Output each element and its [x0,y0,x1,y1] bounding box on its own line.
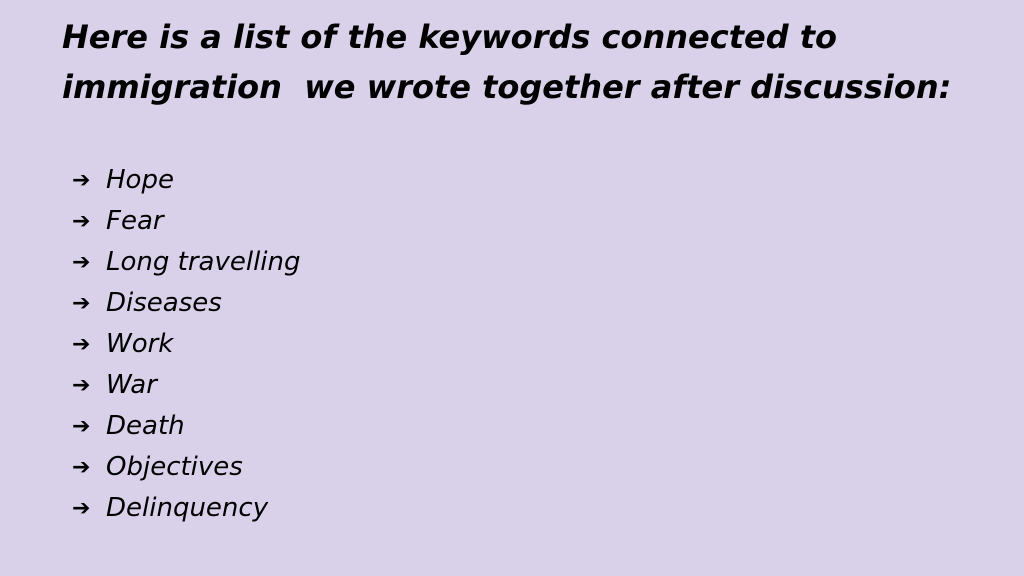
arrow-right-icon: ➔ [72,168,91,193]
keyword-list: ➔ Hope ➔ Fear ➔ Long travelling ➔ Diseas… [72,160,301,529]
arrow-right-icon: ➔ [72,250,91,275]
keyword-label: Long travelling [106,247,301,277]
slide-title: Here is a list of the keywords connected… [62,18,952,106]
list-item: ➔ Work [72,324,301,365]
list-item: ➔ Diseases [72,283,301,324]
keyword-label: Death [106,411,185,441]
arrow-right-icon: ➔ [72,496,91,521]
list-item: ➔ Delinquency [72,488,301,529]
keyword-label: Diseases [106,288,222,318]
list-item: ➔ War [72,365,301,406]
keyword-label: Hope [106,165,174,195]
keyword-label: War [106,370,157,400]
arrow-right-icon: ➔ [72,332,91,357]
keyword-label: Work [106,329,174,359]
keyword-label: Delinquency [106,493,269,523]
arrow-right-icon: ➔ [72,373,91,398]
keyword-label: Objectives [106,452,243,482]
arrow-right-icon: ➔ [72,209,91,234]
list-item: ➔ Fear [72,201,301,242]
arrow-right-icon: ➔ [72,414,91,439]
keyword-label: Fear [106,206,164,236]
list-item: ➔ Hope [72,160,301,201]
list-item: ➔ Objectives [72,447,301,488]
arrow-right-icon: ➔ [72,455,91,480]
list-item: ➔ Death [72,406,301,447]
arrow-right-icon: ➔ [72,291,91,316]
list-item: ➔ Long travelling [72,242,301,283]
